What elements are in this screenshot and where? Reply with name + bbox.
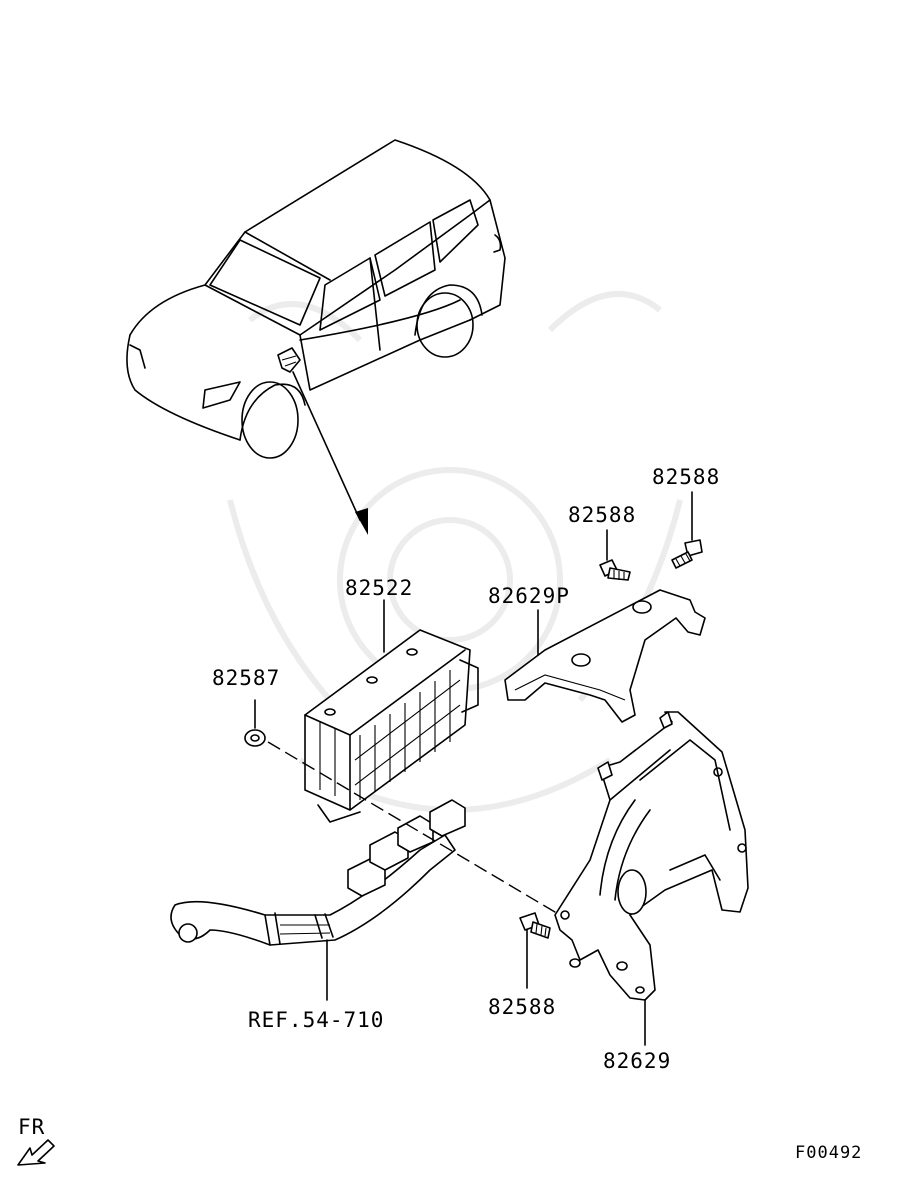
front-arrow-icon: [17, 1139, 55, 1166]
label-ecu: 82522: [345, 576, 413, 600]
label-lower-bracket: 82629: [603, 1049, 671, 1073]
label-bolt-top-left: 82588: [568, 503, 636, 527]
label-nut: 82587: [212, 666, 280, 690]
ecu-unit: [304, 629, 479, 823]
label-harness-ref: REF.54-710: [248, 1008, 384, 1032]
lower-bracket: [554, 711, 749, 1046]
nut: [244, 699, 266, 747]
bolt-top-right: [671, 491, 703, 569]
vehicle-outline: [126, 139, 506, 459]
label-bolt-bottom: 82588: [488, 995, 556, 1019]
wiring-harness: [170, 799, 466, 1001]
upper-bracket: [504, 589, 706, 723]
direction-label: FR: [18, 1115, 45, 1139]
figure-code: F00492: [795, 1143, 862, 1163]
bolt-bottom: [519, 912, 551, 989]
bolt-top-left: [599, 529, 631, 581]
location-arrow: [292, 371, 368, 535]
installation-dashed-line: [267, 741, 561, 916]
label-upper-bracket: 82629P: [488, 584, 570, 608]
label-bolt-top-right: 82588: [652, 465, 720, 489]
